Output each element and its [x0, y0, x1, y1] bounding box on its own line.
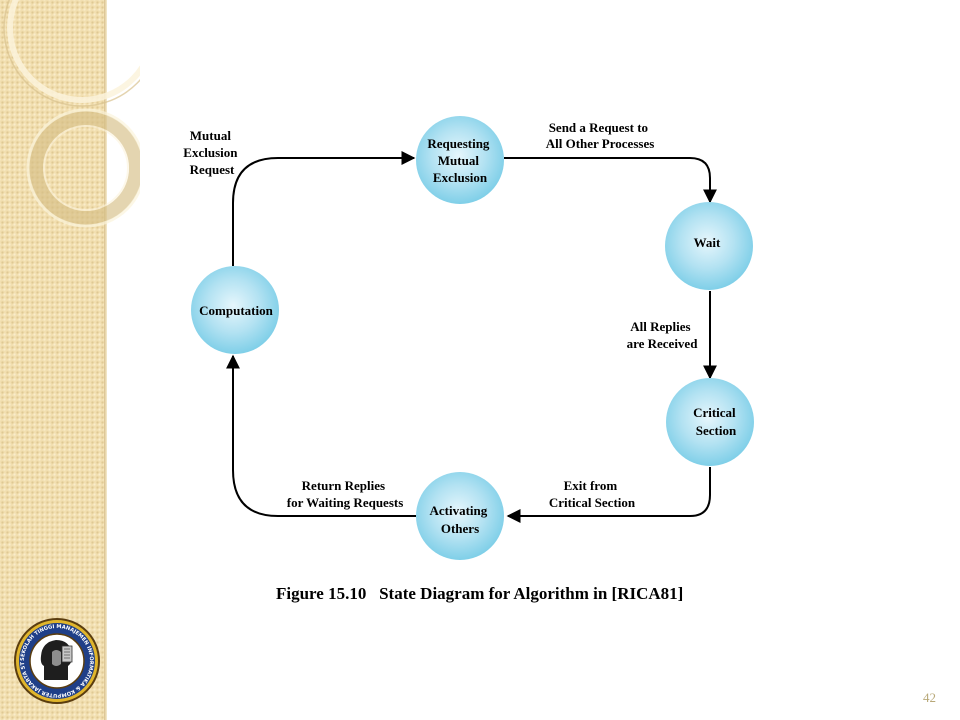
node-label-line: Section: [696, 423, 737, 438]
figure-caption: Figure 15.10 State Diagram for Algorithm…: [276, 584, 683, 603]
svg-text:Wait: Wait: [694, 235, 721, 250]
institution-logo: SEKOLAH TINGGI MANAJEMEN INFORMATIKA & K…: [14, 618, 100, 704]
edge-label-mutual-exclusion-request: Mutual Exclusion Request: [183, 128, 240, 177]
svg-text:Computation: Computation: [199, 303, 273, 318]
svg-text:Requesting Mutual: Requesting Mutual Exclusion: [427, 136, 492, 185]
edge-label-line: All Replies: [630, 319, 690, 334]
edge-label-line: Exit from: [564, 478, 618, 493]
edge-label-send-request: Send a Request to All Other Processes: [546, 120, 655, 151]
node-label-line: Wait: [694, 235, 721, 250]
edge-label-line: All Other Processes: [546, 136, 655, 151]
state-requesting-mutual-exclusion: Requesting Mutual Exclusion: [416, 116, 504, 204]
node-label-line: Critical: [693, 405, 736, 420]
edge-label-line: Send a Request to: [549, 120, 648, 135]
svg-text:Critical Section: Critical Section: [693, 405, 739, 438]
state-critical-section: Critical Section: [666, 378, 754, 466]
edge-label-line: Request: [190, 162, 235, 177]
decorative-rings: [3, 0, 140, 228]
edge-label-line: Mutual: [190, 128, 232, 143]
node-label-line: Exclusion: [433, 170, 488, 185]
edge-label-line: Return Replies: [302, 478, 385, 493]
state-computation: Computation: [191, 266, 279, 354]
edge-label-line: Critical Section: [549, 495, 636, 510]
state-wait: Wait: [665, 202, 753, 290]
node-label-line: Others: [441, 521, 479, 536]
node-label-line: Computation: [199, 303, 273, 318]
svg-text:Activating Others: Activating Others: [429, 503, 490, 536]
edge-label-exit-from: Exit from Critical Section: [549, 478, 636, 510]
edge-label-return-replies: Return Replies for Waiting Requests: [287, 478, 404, 510]
sidebar-edge: [104, 0, 107, 720]
node-label-line: Mutual: [438, 153, 480, 168]
edge-label-line: for Waiting Requests: [287, 495, 404, 510]
edge-exit-from: [506, 467, 711, 523]
state-activating-others: Activating Others: [416, 472, 504, 560]
edge-return-replies: [226, 354, 416, 517]
page-number: 42: [923, 690, 936, 705]
edge-label-all-replies: All Replies are Received: [627, 319, 699, 351]
edge-mutual-exclusion-request: [232, 151, 416, 266]
node-label-line: Requesting: [427, 136, 490, 151]
edge-label-line: Exclusion: [183, 145, 238, 160]
edge-label-line: are Received: [627, 336, 699, 351]
edge-send-request: [504, 157, 717, 204]
node-label-line: Activating: [429, 503, 487, 518]
